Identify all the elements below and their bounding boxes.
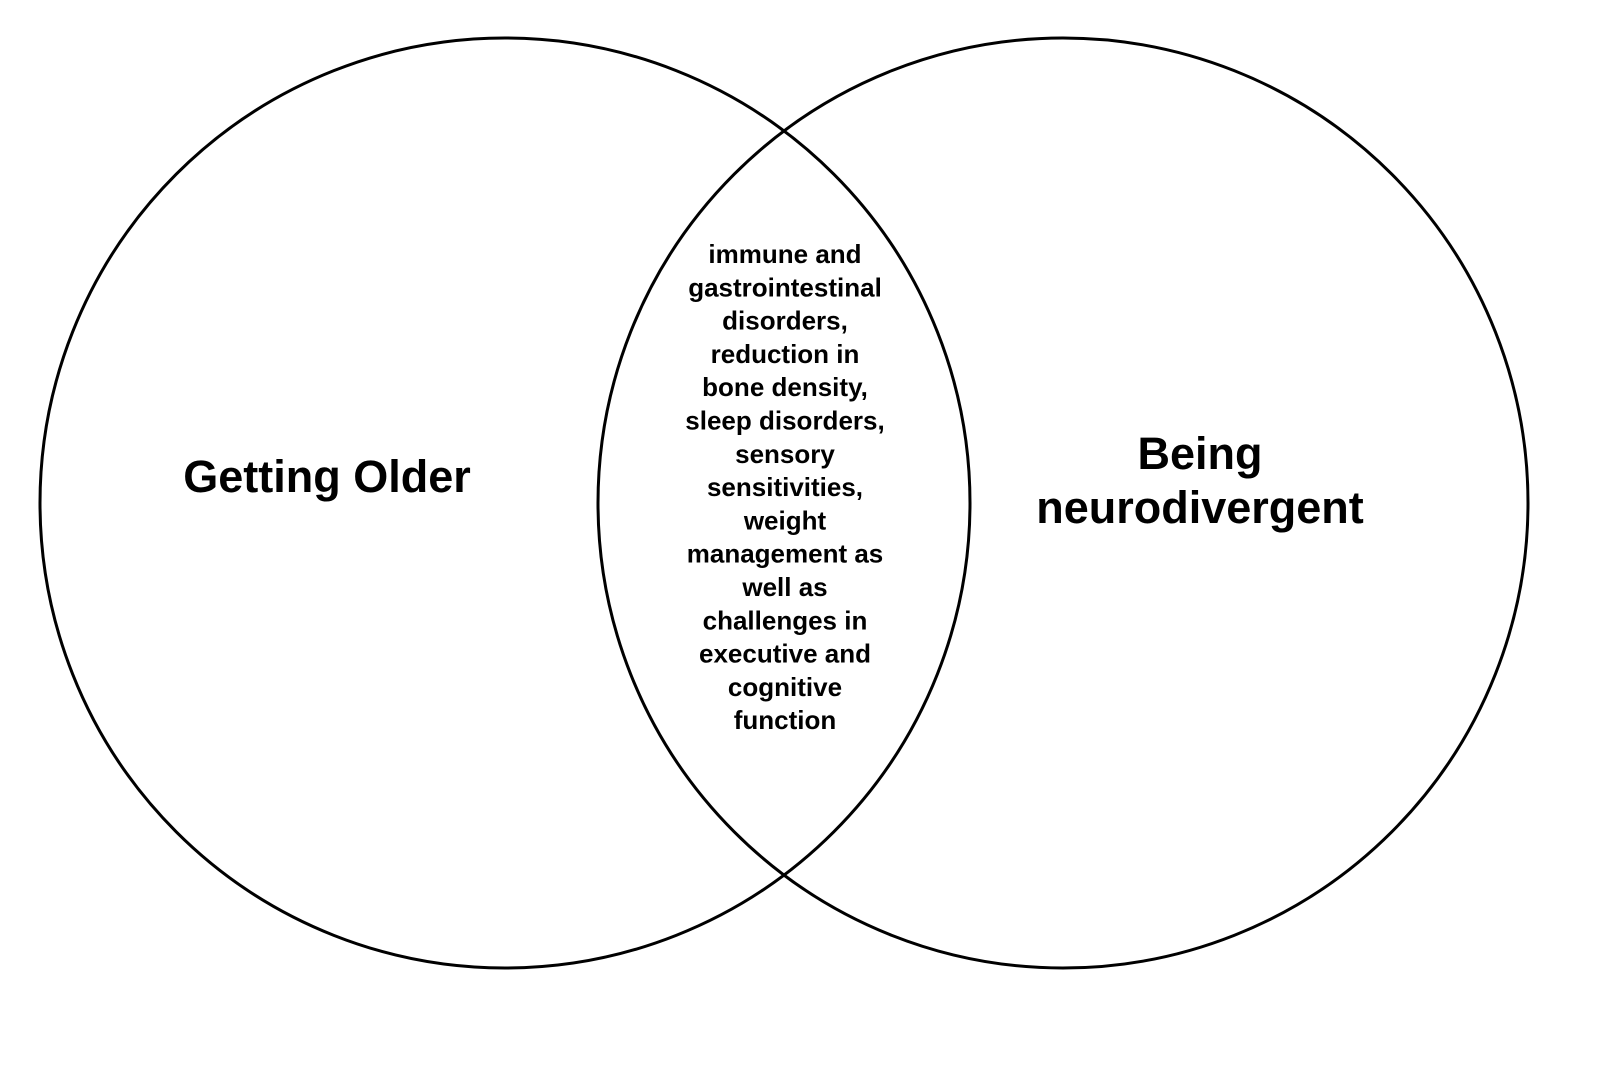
intersection-text-line: function bbox=[734, 705, 837, 735]
left-set-label: Getting Older bbox=[183, 451, 471, 502]
right-circle-being-neurodivergent bbox=[596, 36, 1530, 970]
left-circle-getting-older bbox=[38, 36, 972, 970]
intersection-text-line: bone density, bbox=[702, 372, 868, 402]
intersection-text-line: weight bbox=[743, 505, 827, 535]
intersection-text-line: well as bbox=[741, 572, 827, 602]
intersection-text-line: challenges in bbox=[703, 605, 868, 635]
intersection-text-line: sensitivities, bbox=[707, 472, 863, 502]
intersection-text-line: executive and bbox=[699, 639, 871, 669]
intersection-text-line: cognitive bbox=[728, 672, 842, 702]
right-set-label-line: Being bbox=[1137, 428, 1262, 479]
intersection-text-line: reduction in bbox=[711, 339, 860, 369]
right-set-label-line: neurodivergent bbox=[1036, 482, 1364, 533]
intersection-text-line: gastrointestinal bbox=[688, 272, 882, 302]
intersection-text-line: immune and bbox=[708, 239, 861, 269]
intersection-text-line: sleep disorders, bbox=[685, 406, 884, 436]
intersection-text-line: disorders, bbox=[722, 306, 848, 336]
intersection-text-line: management as bbox=[687, 539, 884, 569]
intersection-text-line: sensory bbox=[735, 439, 835, 469]
